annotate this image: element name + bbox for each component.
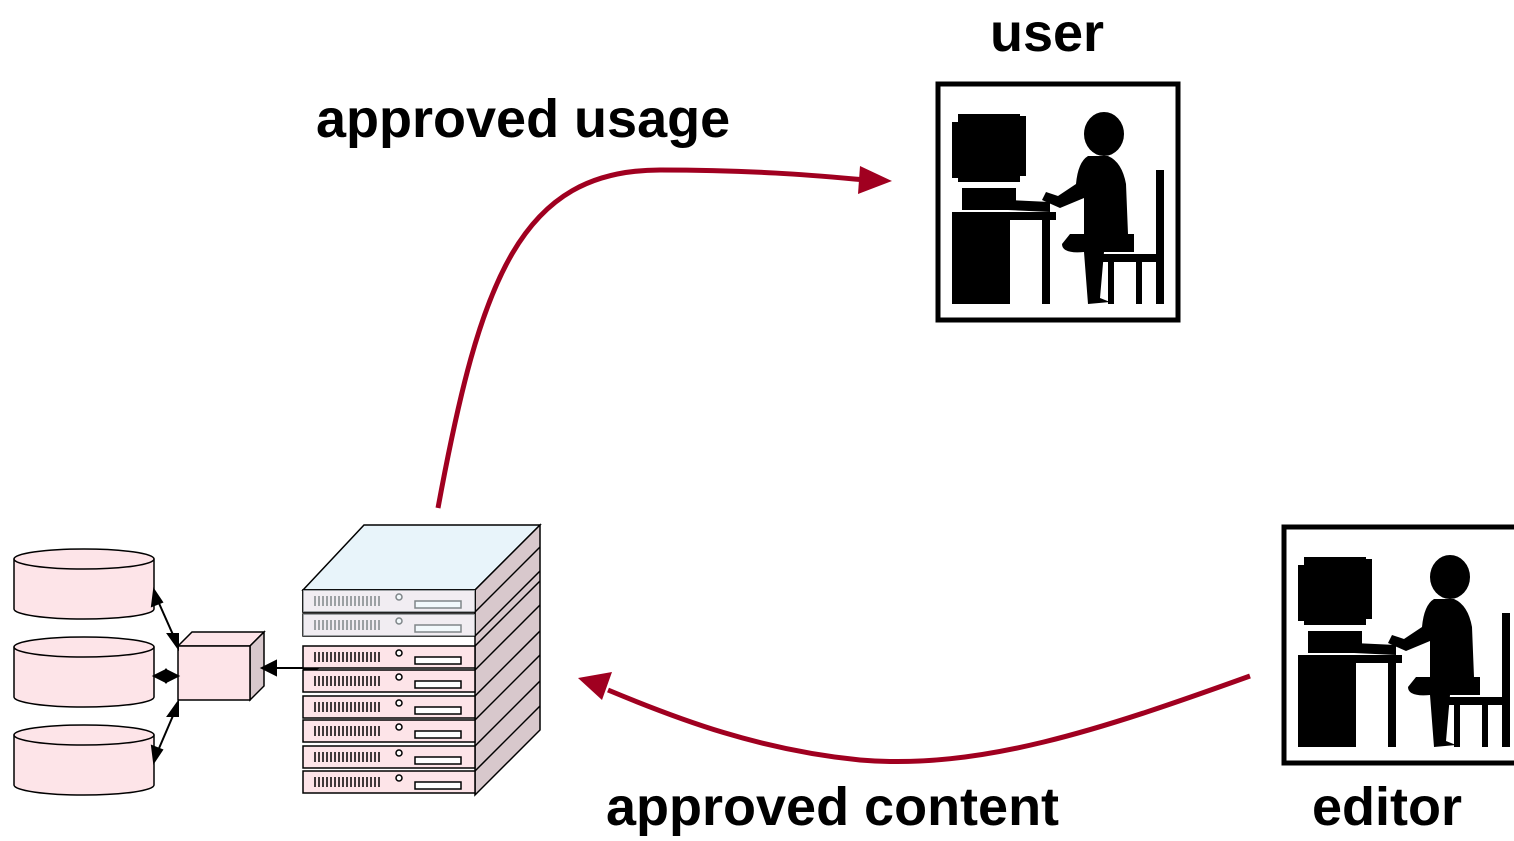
disk-icon xyxy=(13,724,155,796)
disk-icon xyxy=(13,548,155,620)
user-computer-icon xyxy=(935,81,1181,323)
editor-label: editor xyxy=(1312,777,1463,837)
storage-connectors xyxy=(150,587,321,765)
user-label: user xyxy=(990,3,1105,63)
approved-usage-label: approved usage xyxy=(316,89,731,149)
approved-usage-arrow xyxy=(435,166,892,509)
editor-computer-icon xyxy=(1281,524,1514,766)
approved-content-arrow xyxy=(578,672,1251,765)
disk-icon xyxy=(13,636,155,708)
storage-disks xyxy=(13,548,155,796)
network-switch-icon xyxy=(176,630,266,702)
server-stack-icon xyxy=(301,523,542,797)
approved-content-label: approved content xyxy=(606,777,1060,837)
